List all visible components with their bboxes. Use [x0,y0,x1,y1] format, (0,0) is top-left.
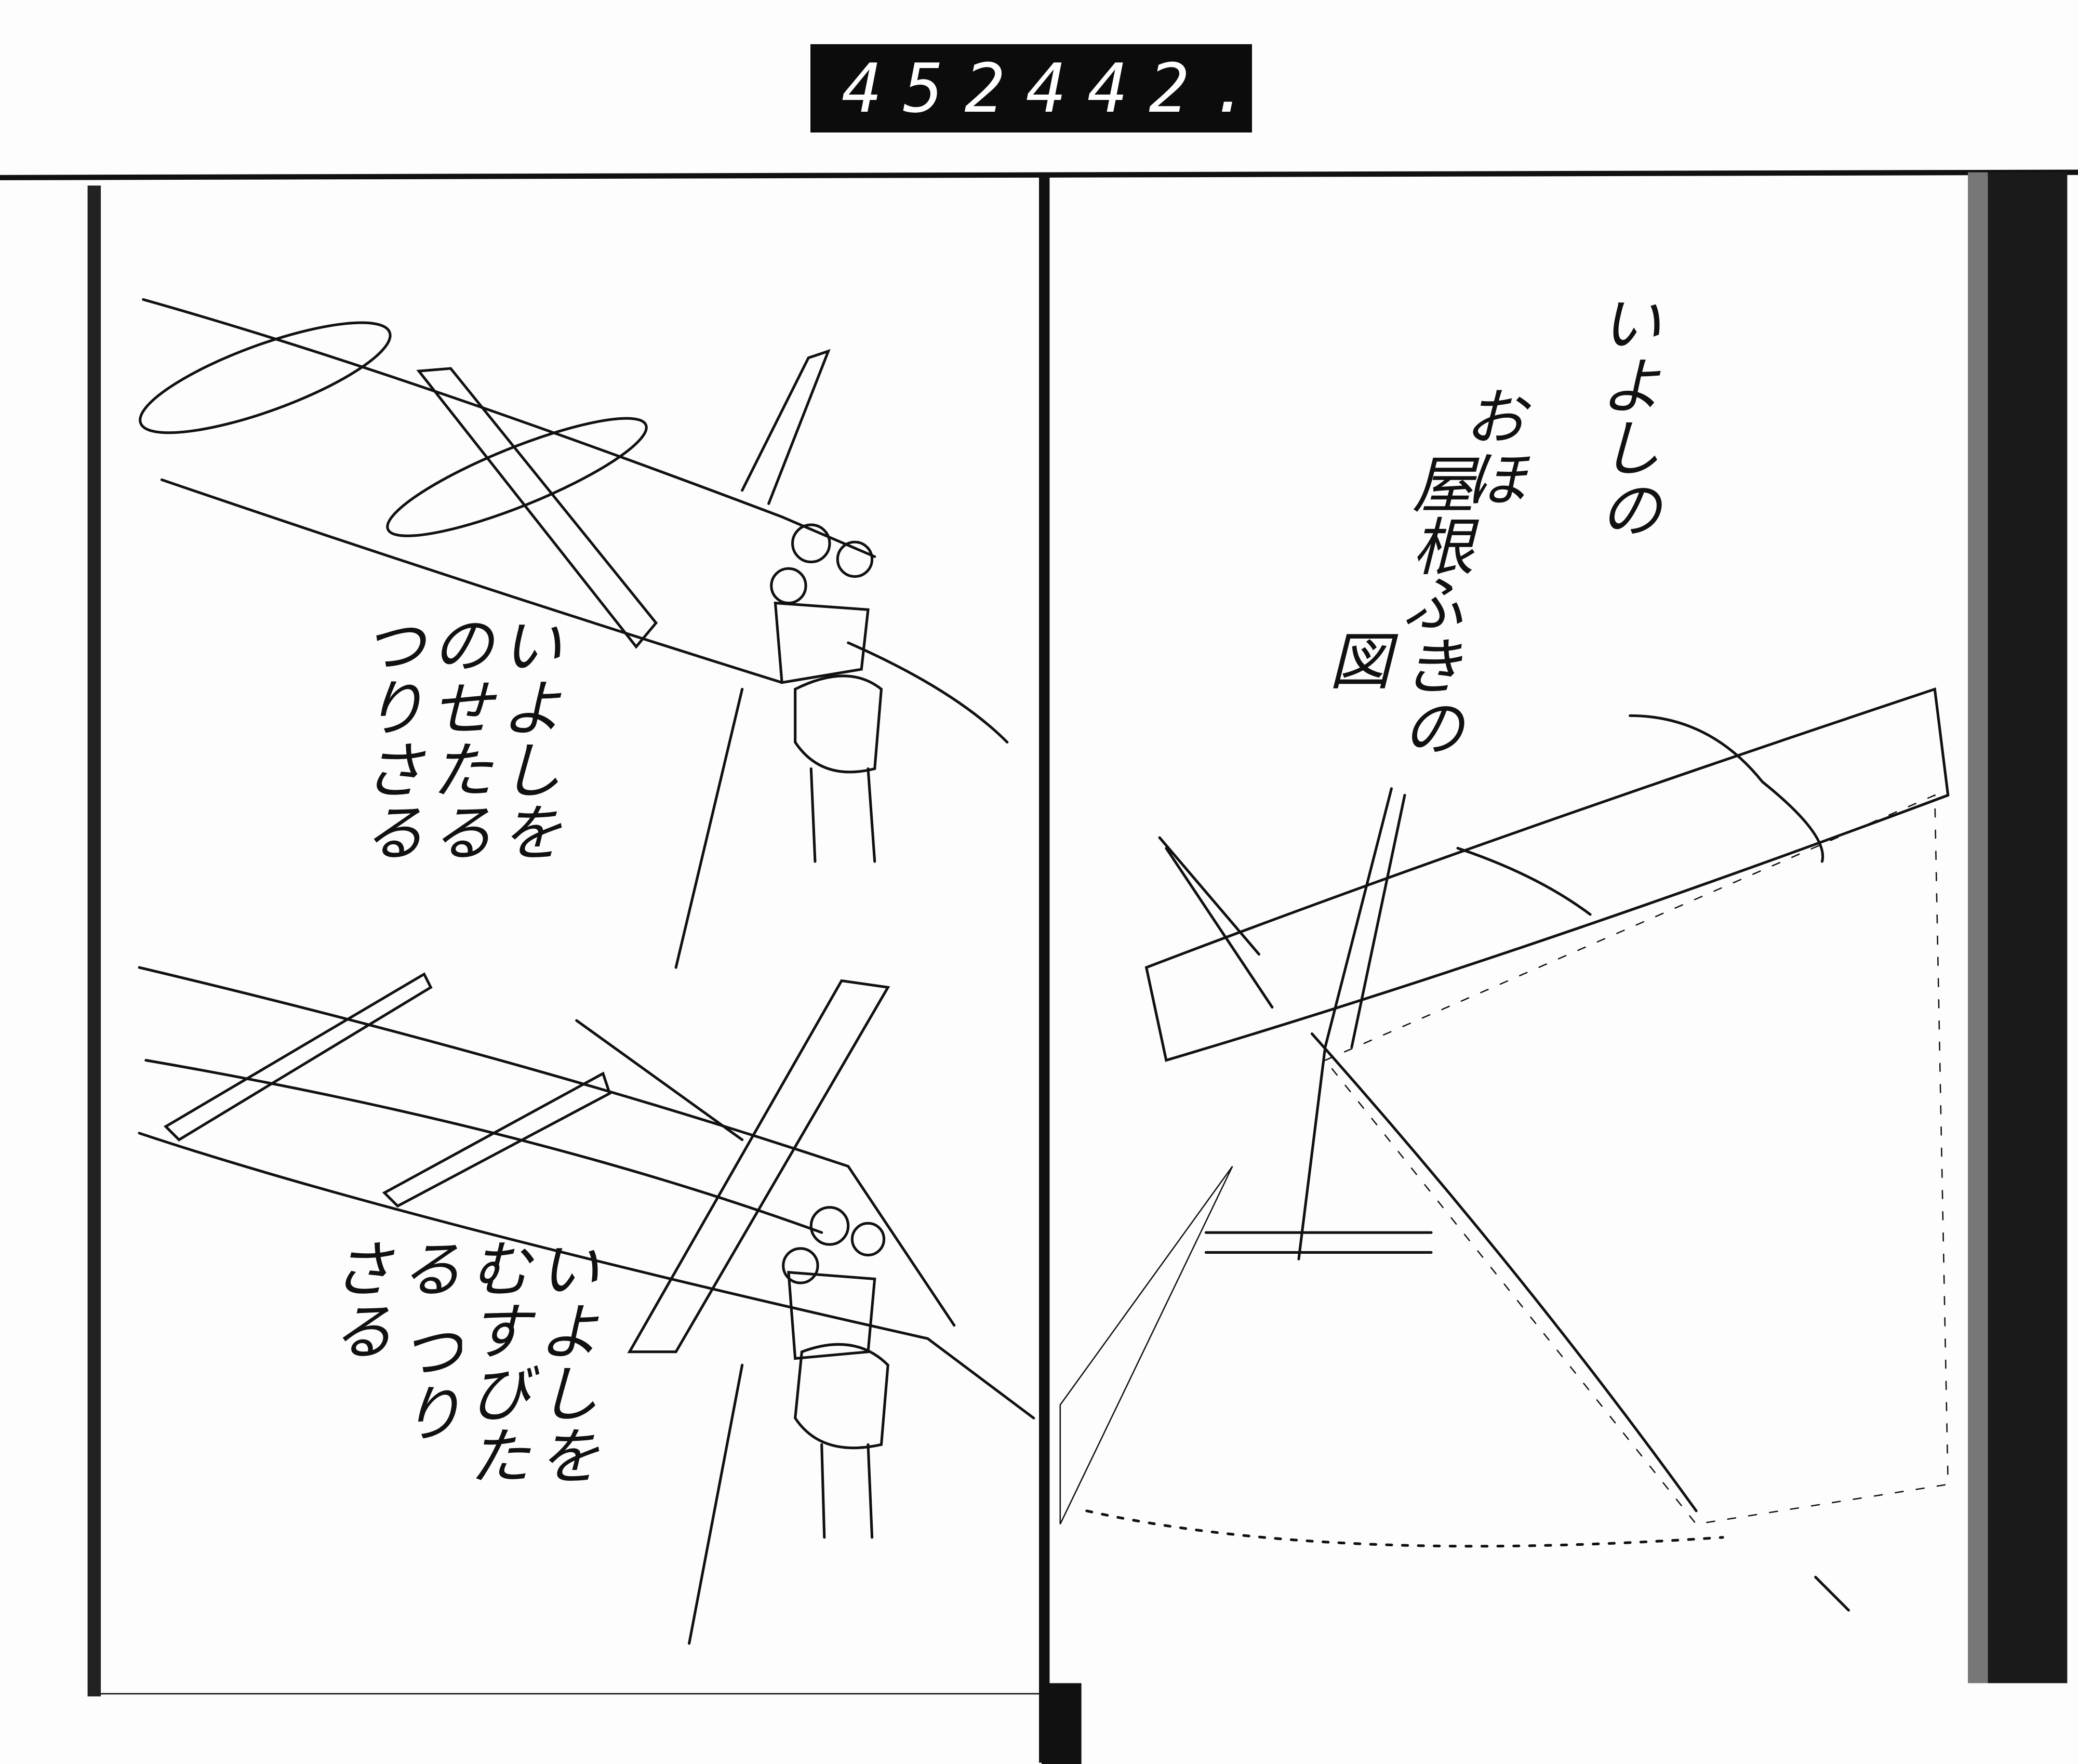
title-line-1: いよしの [1588,291,1660,540]
title-line-3: 屋根 [1401,452,1473,577]
left-bottom-illustration [138,966,1035,1645]
frame-counter-left: 452 [842,49,1026,128]
frame-counter-right: 442. [1025,49,1272,128]
title-line-4: ふきの [1391,572,1463,759]
title-line-5: 図 [1318,629,1390,691]
book-binding [0,169,2078,1764]
title-line-2: おほ [1453,384,1525,509]
frame-counter: 452 442. [810,44,1252,132]
right-thatch-illustration [1059,687,1950,1612]
left-caption-top: いよしを のせたる つりさる [352,613,561,863]
left-caption-bottom: いよしを むすびたる つりさる [321,1237,598,1486]
left-top-illustration [139,298,1009,969]
